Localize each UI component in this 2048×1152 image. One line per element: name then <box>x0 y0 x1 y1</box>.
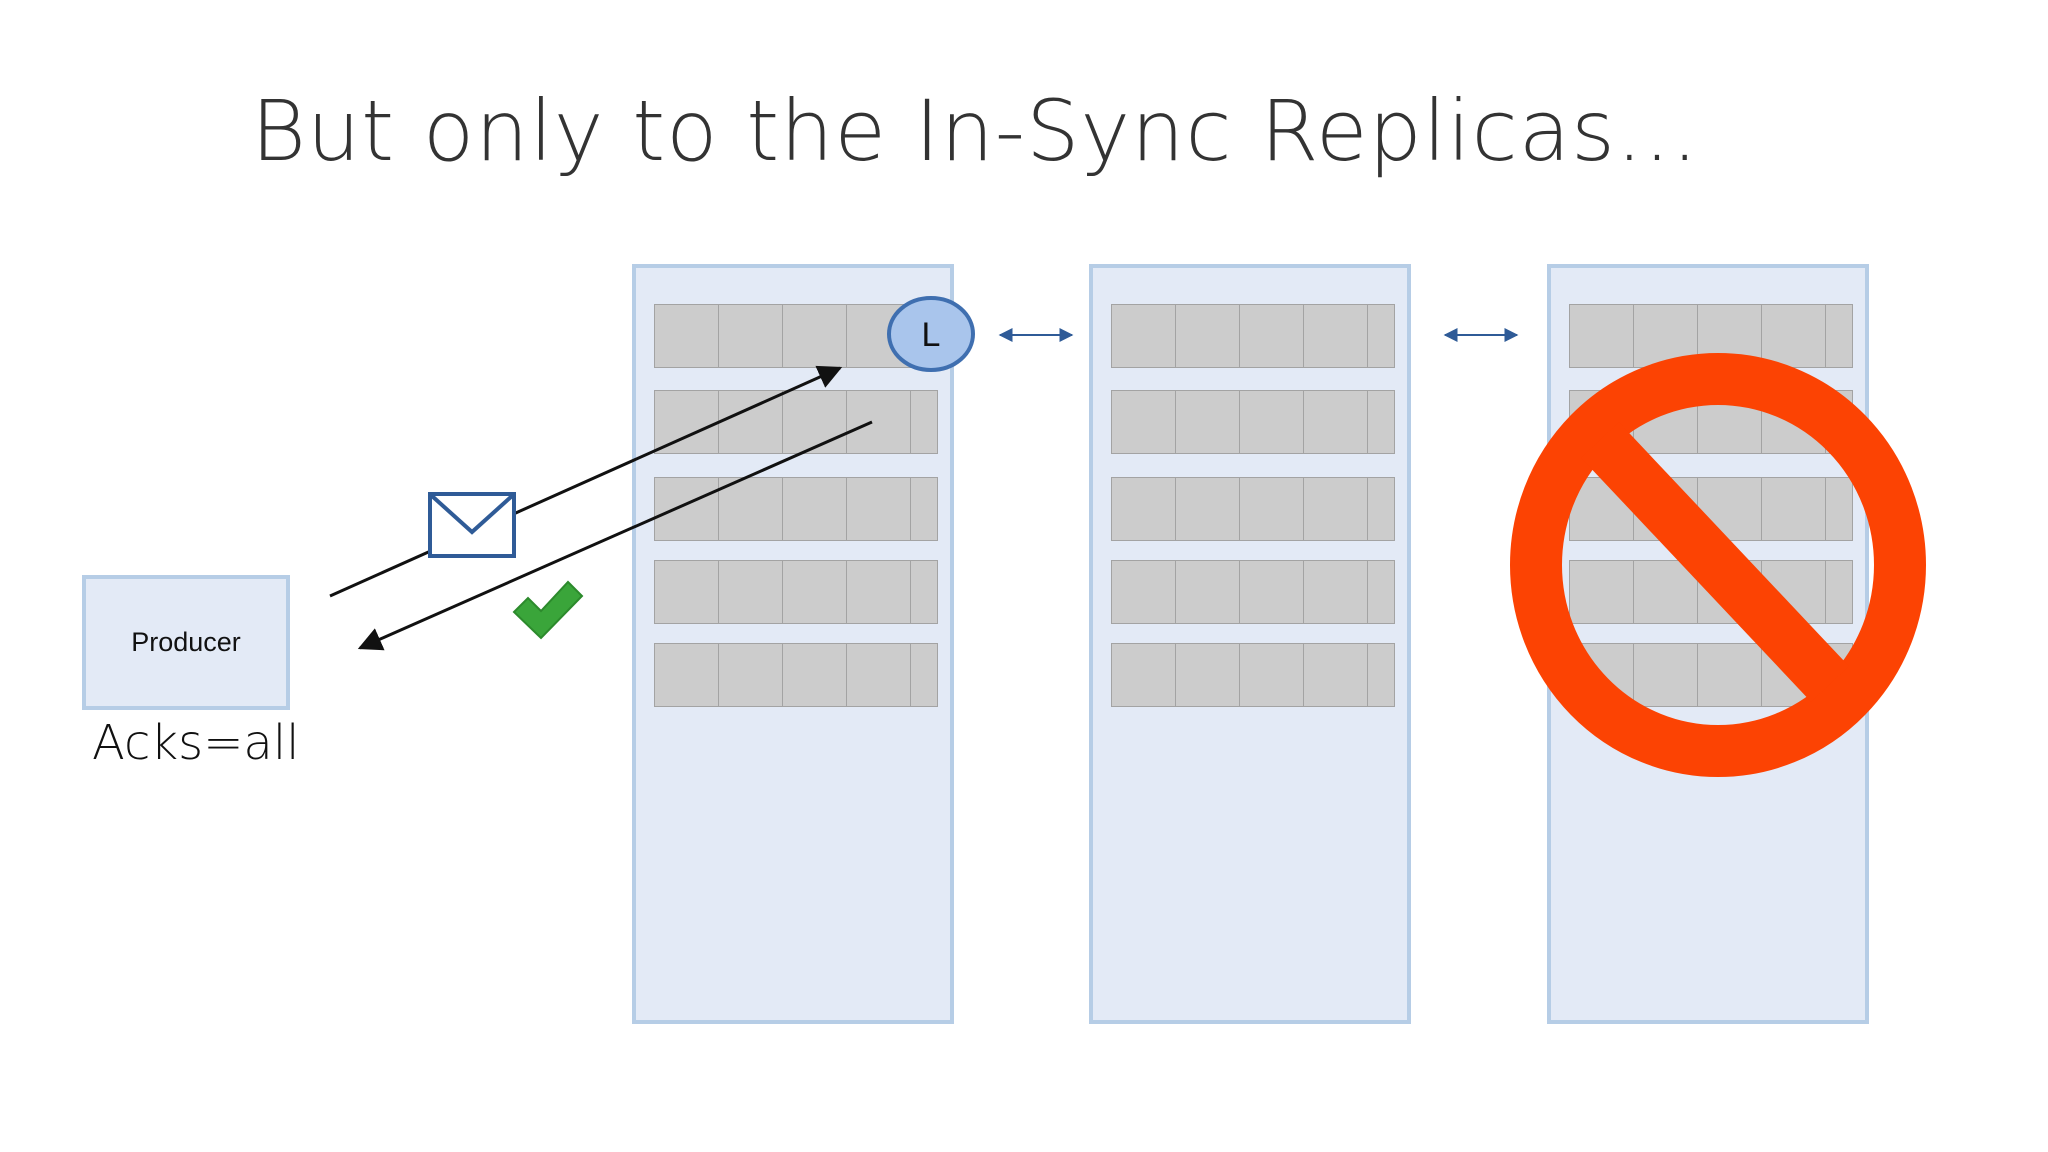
partition-log-row <box>1111 560 1395 624</box>
partition-log-row <box>1111 643 1395 707</box>
partition-log-row <box>1569 643 1853 707</box>
partition-log-row <box>1569 390 1853 454</box>
slide-title: But only to the In-Sync Replicas... <box>250 82 1700 180</box>
partition-log-row <box>654 560 938 624</box>
partition-log-row <box>1111 477 1395 541</box>
partition-log-row <box>654 304 938 368</box>
partition-log-row <box>1569 477 1853 541</box>
broker-leader <box>632 264 954 1024</box>
partition-log-row <box>654 390 938 454</box>
broker-follower-out-of-sync <box>1547 264 1869 1024</box>
producer-box: Producer <box>82 575 290 710</box>
partition-log-row <box>1111 304 1395 368</box>
partition-log-row <box>1111 390 1395 454</box>
envelope-icon <box>428 492 516 558</box>
checkmark-icon <box>512 580 584 640</box>
producer-label: Producer <box>131 627 241 657</box>
partition-log-row <box>1569 304 1853 368</box>
acks-label: Acks=all <box>92 715 300 771</box>
partition-log-row <box>1569 560 1853 624</box>
partition-log-row <box>654 477 938 541</box>
broker-follower-in-sync <box>1089 264 1411 1024</box>
partition-log-row <box>654 643 938 707</box>
